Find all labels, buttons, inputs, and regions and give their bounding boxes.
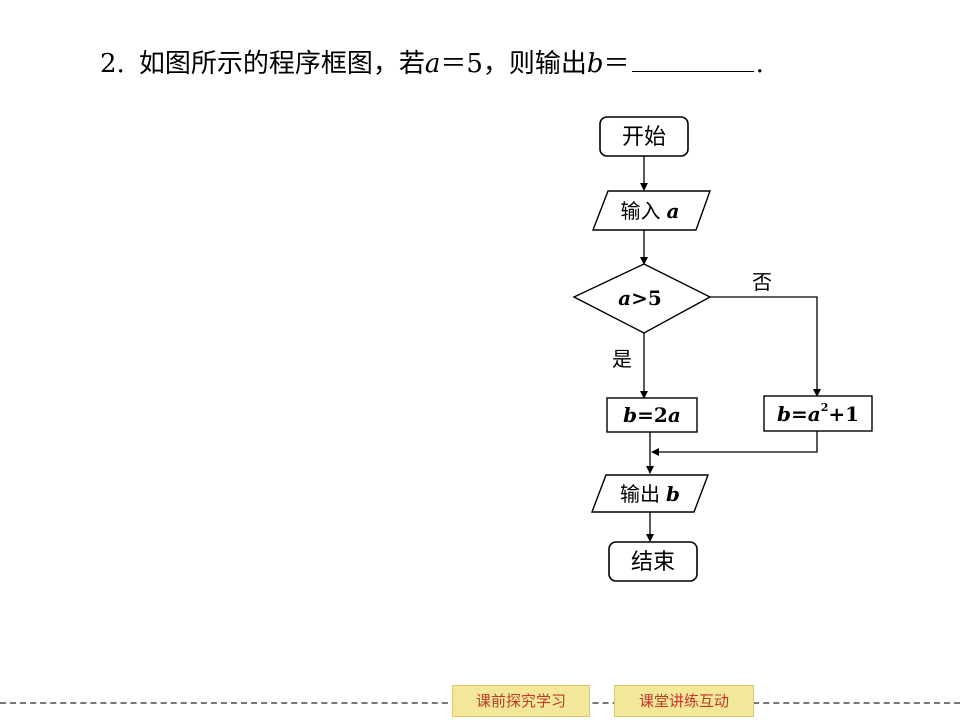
svg-text:a>5: a>5 [618, 286, 662, 310]
yes-box-var2: a [668, 403, 681, 427]
question-text-before: 如图所示的程序框图，若 [138, 49, 425, 79]
question-eq-value: ＝5，则输出 [440, 49, 587, 79]
process-yes-node: b=2a [606, 397, 698, 433]
svg-text:输入a: 输入a [621, 199, 680, 223]
question-end: . [755, 49, 764, 79]
yes-label: 是 [612, 347, 632, 371]
question-number: 2. [100, 49, 125, 79]
output-label: 输出 [620, 482, 660, 506]
svg-text:b=a2+1: b=a2+1 [777, 401, 859, 426]
arrow-no-box-merge [651, 431, 818, 456]
cond-var: a [618, 286, 631, 310]
no-box-var: b [777, 402, 791, 426]
yes-box-eq: =2 [637, 403, 668, 427]
no-box-eq: = [791, 402, 808, 426]
pre-class-study-button[interactable]: 课前探究学习 [452, 685, 590, 717]
no-box-exp: 2 [821, 401, 829, 414]
arrow-no-branch [710, 296, 821, 397]
input-var: a [667, 199, 680, 223]
answer-blank[interactable] [631, 45, 754, 72]
question-var-a: a [424, 49, 441, 79]
classroom-interaction-button[interactable]: 课堂讲练互动 [614, 685, 754, 717]
no-box-var2: a [808, 402, 821, 426]
start-node: 开始 [599, 116, 689, 157]
svg-text:b=2a: b=2a [623, 403, 681, 427]
question-eq-sign: ＝ [603, 49, 630, 79]
cond-rest: >5 [631, 286, 662, 310]
yes-box-var: b [623, 403, 637, 427]
output-var: b [666, 482, 680, 506]
no-box-tail: +1 [828, 402, 859, 426]
end-label: 结束 [631, 550, 675, 575]
start-label: 开始 [622, 125, 666, 150]
decision-node: a>5 [572, 263, 712, 334]
no-label: 否 [752, 270, 772, 294]
svg-text:输出b: 输出b [620, 482, 680, 506]
input-label: 输入 [621, 199, 661, 223]
end-node: 结束 [608, 541, 698, 582]
question-var-b: b [586, 49, 604, 79]
question-text: 2. 如图所示的程序框图，若a＝5，则输出b＝. [100, 44, 764, 84]
process-no-node: b=a2+1 [763, 395, 873, 432]
